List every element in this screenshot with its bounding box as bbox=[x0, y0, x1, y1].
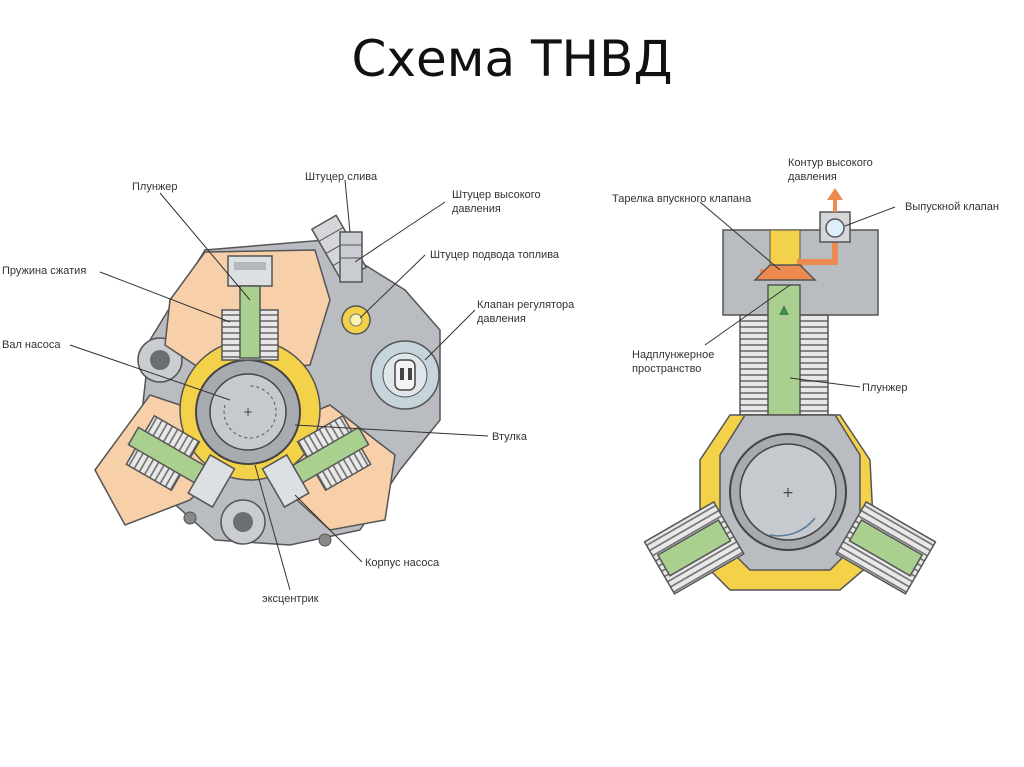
label-hp-circuit-line1: Контур высокого bbox=[788, 157, 873, 169]
label-bushing: Втулка bbox=[492, 431, 527, 443]
arrow-up-icon bbox=[827, 188, 843, 200]
label-intake-valve-plate: Тарелка впускного клапана bbox=[612, 193, 752, 205]
label-hp-circuit-line2: давления bbox=[788, 171, 837, 183]
svg-text:+: + bbox=[782, 485, 794, 501]
label-fuel-inlet-fitting: Штуцер подвода топлива bbox=[430, 249, 560, 261]
label-drain-fitting: Штуцер слива bbox=[305, 171, 378, 183]
pressure-regulator-valve bbox=[370, 340, 440, 410]
right-pump-diagram: + bbox=[643, 188, 937, 595]
label-hp-fitting-line1: Штуцер высокого bbox=[452, 189, 541, 201]
label-above-plunger-line1: Надплунжерное bbox=[632, 349, 715, 361]
left-plunger-unit bbox=[125, 414, 236, 509]
slide-title: Схема ТНВД bbox=[351, 30, 673, 88]
fuel-inlet-fitting bbox=[341, 305, 371, 335]
pump-shaft bbox=[209, 373, 287, 451]
label-pump-shaft: Вал насоса bbox=[2, 339, 61, 351]
label-hp-fitting-line2: давления bbox=[452, 203, 501, 215]
label-outlet-valve: Выпускной клапан bbox=[905, 201, 999, 213]
top-plunger-unit bbox=[221, 255, 279, 361]
label-plunger: Плунжер bbox=[132, 181, 178, 193]
hp-fitting bbox=[339, 231, 363, 283]
right-right-plunger-unit bbox=[835, 500, 937, 595]
label-eccentric: эксцентрик bbox=[262, 593, 319, 605]
label-regulator-valve-line1: Клапан регулятора bbox=[477, 299, 575, 311]
label-above-plunger-line2: пространство bbox=[632, 363, 702, 375]
outlet-valve bbox=[825, 218, 845, 238]
label-pump-housing: Корпус насоса bbox=[365, 557, 440, 569]
right-left-plunger-unit bbox=[643, 500, 745, 595]
label-right-plunger: Плунжер bbox=[862, 382, 908, 394]
right-leader-lines bbox=[699, 201, 896, 388]
label-compression-spring: Пружина сжатия bbox=[2, 265, 87, 277]
label-regulator-valve-line2: давления bbox=[477, 313, 526, 325]
right-plunger-unit bbox=[261, 414, 372, 509]
left-leader-lines bbox=[69, 179, 489, 591]
svg-text:+: + bbox=[243, 405, 253, 419]
left-pump-diagram: + bbox=[69, 179, 489, 591]
intake-valve-plate bbox=[753, 264, 817, 281]
